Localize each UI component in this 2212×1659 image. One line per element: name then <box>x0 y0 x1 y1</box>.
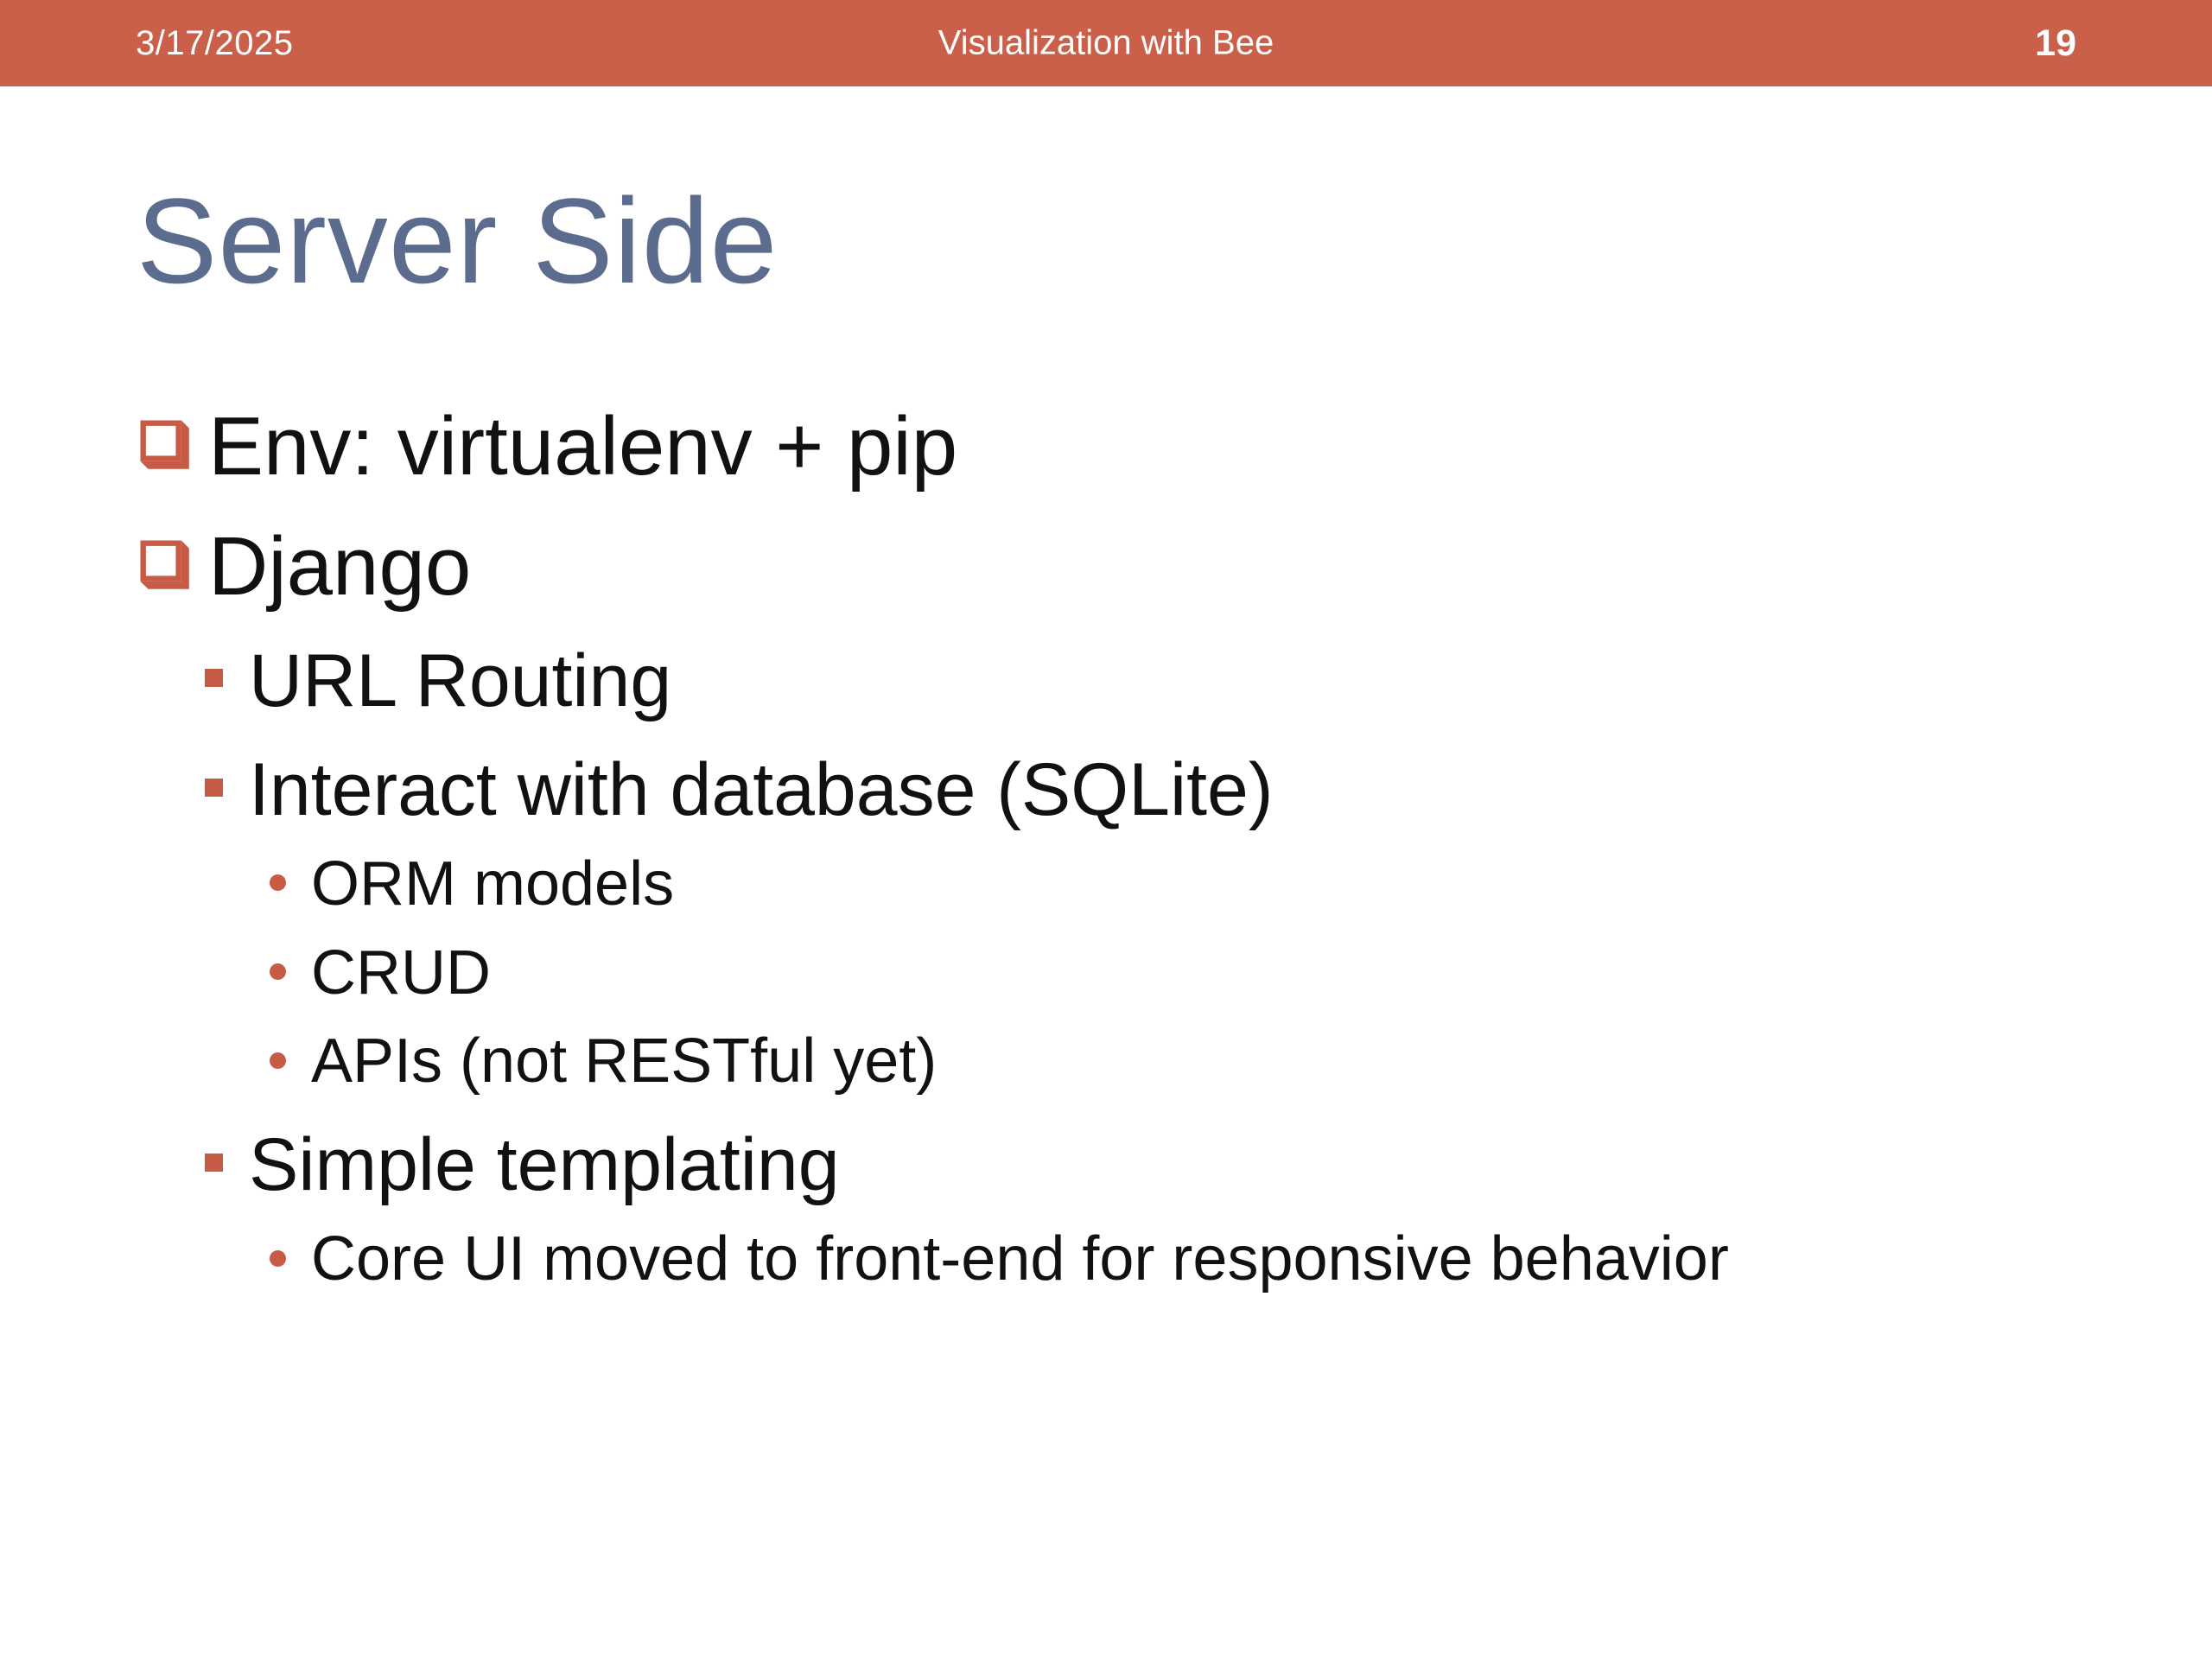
bullet-text: Env: virtualenv + pip <box>208 400 958 493</box>
bullet-text: APIs (not RESTful yet) <box>311 1027 938 1096</box>
bullet-text: CRUD <box>311 938 491 1007</box>
bullet-text: URL Routing <box>249 639 672 722</box>
shadowed-square-bullet-icon <box>137 537 192 592</box>
slide-title: Server Side <box>137 173 779 308</box>
bullet-item-level-3: ORM models <box>270 852 2108 918</box>
bullet-text: Core UI moved to front-end for responsiv… <box>311 1224 1729 1294</box>
filled-square-bullet-icon <box>205 778 223 797</box>
bullet-item-level-1: Env: virtualenv + pip <box>137 400 2108 493</box>
bullet-item-level-2: URL Routing <box>205 639 2108 722</box>
shadowed-square-bullet-icon <box>137 416 192 472</box>
bullet-text: ORM models <box>311 849 675 919</box>
bullet-text: Interact with database (SQLite) <box>249 747 1274 831</box>
bullet-text: Simple templating <box>249 1122 840 1206</box>
bullet-item-level-1: Django <box>137 519 2108 613</box>
bullet-item-level-3: Core UI moved to front-end for responsiv… <box>270 1227 2108 1293</box>
header-deck-title: Visualization with Bee <box>938 23 1274 62</box>
filled-circle-bullet-icon <box>270 1249 286 1267</box>
filled-circle-bullet-icon <box>270 963 286 981</box>
bullet-text: Django <box>208 519 472 613</box>
bullet-item-level-3: APIs (not RESTful yet) <box>270 1029 2108 1095</box>
header-bar: 3/17/2025 Visualization with Bee 19 <box>0 0 2212 86</box>
header-page-number: 19 <box>2035 22 2076 64</box>
bullet-item-level-3: CRUD <box>270 938 2108 1007</box>
filled-circle-bullet-icon <box>270 874 286 892</box>
filled-circle-bullet-icon <box>270 1052 286 1069</box>
bullet-item-level-2: Simple templating <box>205 1126 2108 1204</box>
filled-square-bullet-icon <box>205 669 223 688</box>
header-date: 3/17/2025 <box>136 23 294 62</box>
filled-square-bullet-icon <box>205 1153 223 1172</box>
bullet-item-level-2: Interact with database (SQLite) <box>205 751 2108 829</box>
